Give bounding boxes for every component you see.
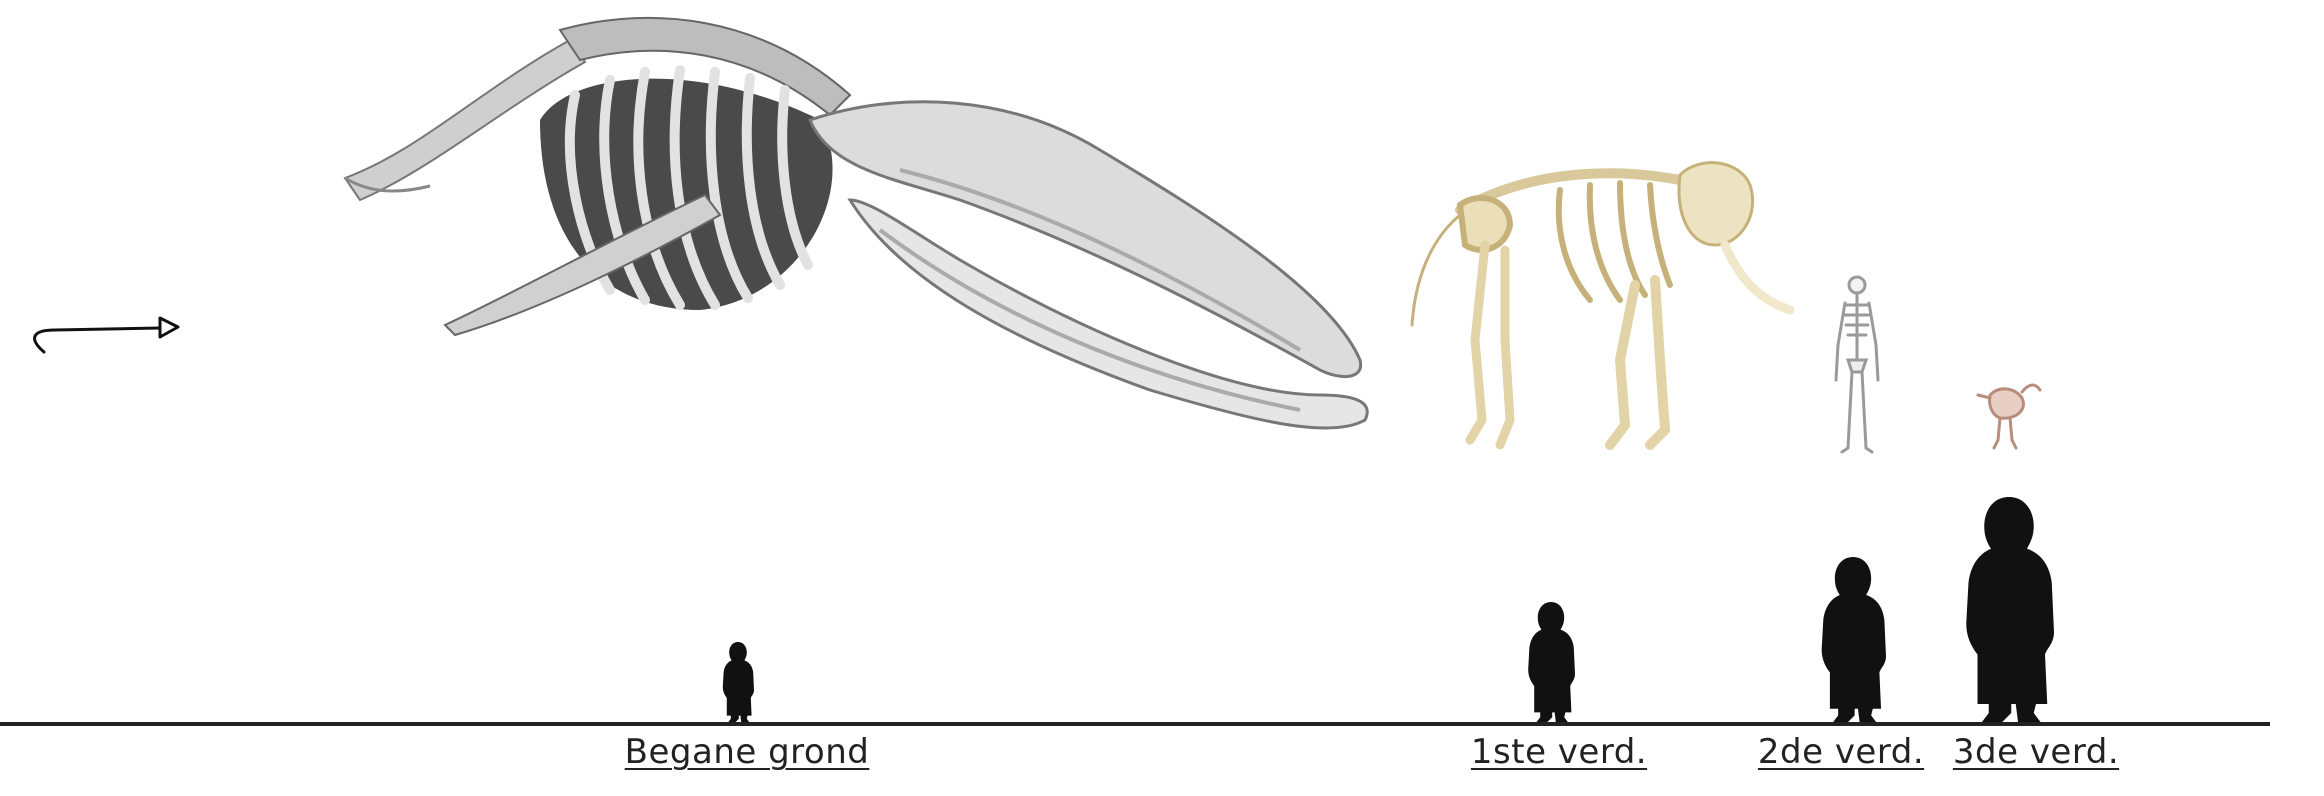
person-silhouette [1966,497,2054,722]
whale-skeleton [345,18,1367,428]
return-arrow-icon[interactable] [35,318,178,352]
floor-link-1ste-verd[interactable]: 1ste verd. [1471,732,1647,772]
human-skeleton [1836,277,1878,452]
elephant-skeleton [1412,163,1790,445]
floor-link-3de-verd[interactable]: 3de verd. [1953,732,2119,772]
floor-link-begane-grond[interactable]: Begane grond [625,732,870,772]
person-silhouette [723,642,754,722]
floor-link-2de-verd[interactable]: 2de verd. [1758,732,1924,772]
person-silhouette [1528,602,1575,722]
bird-skeleton [1978,385,2040,448]
person-silhouette [1822,557,1886,722]
